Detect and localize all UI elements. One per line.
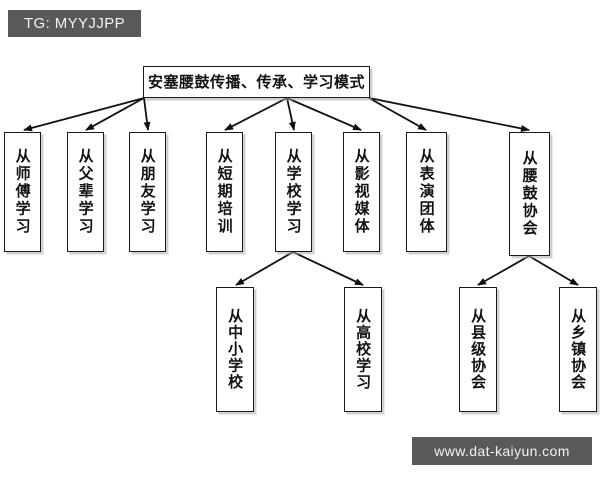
node-college-learning-label: 从高校学习 xyxy=(354,308,373,391)
node-learn-at-school-label: 从学校学习 xyxy=(284,148,303,236)
node-short-term-training-label: 从短期培训 xyxy=(215,148,234,236)
node-township-association-label: 从乡镇协会 xyxy=(569,308,588,391)
node-root[interactable]: 安塞腰鼓传播、传承、学习模式 xyxy=(143,66,370,98)
node-learn-from-parents[interactable]: 从父辈学习 xyxy=(67,132,104,252)
node-learn-from-parents-label: 从父辈学习 xyxy=(76,148,95,236)
node-learn-from-master[interactable]: 从师傅学习 xyxy=(4,132,41,252)
edge-root-to-media xyxy=(286,97,362,131)
edge-root-to-friends xyxy=(143,97,151,131)
node-film-and-tv-media[interactable]: 从影视媒体 xyxy=(343,132,380,252)
node-short-term-training[interactable]: 从短期培训 xyxy=(206,132,243,252)
edge-root-to-school xyxy=(286,97,296,131)
node-county-association-label: 从县级协会 xyxy=(469,308,488,391)
node-township-association[interactable]: 从乡镇协会 xyxy=(559,287,597,412)
edge-root-to-parents xyxy=(85,97,145,131)
node-learn-from-friends[interactable]: 从朋友学习 xyxy=(129,132,166,252)
node-learn-at-school[interactable]: 从学校学习 xyxy=(275,132,312,252)
node-county-association[interactable]: 从县级协会 xyxy=(459,287,497,412)
edge-assoc-to-township xyxy=(528,255,579,286)
node-learn-from-friends-label: 从朋友学习 xyxy=(138,148,157,236)
edge-assoc-to-county xyxy=(477,255,530,286)
watermark-bottom-right: www.dat-kaiyun.com xyxy=(412,437,592,465)
node-performance-troupe-label: 从表演团体 xyxy=(417,148,436,236)
node-primary-secondary-school[interactable]: 从中小学校 xyxy=(216,287,254,412)
node-film-and-tv-media-label: 从影视媒体 xyxy=(352,148,371,236)
edge-school-to-k12 xyxy=(235,251,294,286)
node-performance-troupe[interactable]: 从表演团体 xyxy=(406,132,447,252)
node-root-label: 安塞腰鼓传播、传承、学习模式 xyxy=(147,72,365,91)
node-primary-secondary-school-label: 从中小学校 xyxy=(226,308,245,391)
node-waist-drum-association[interactable]: 从腰鼓协会 xyxy=(509,132,550,256)
edge-root-to-short xyxy=(224,97,288,131)
edge-root-to-assoc xyxy=(368,97,530,132)
edge-root-to-troupe xyxy=(368,97,427,131)
edge-root-to-master xyxy=(23,97,145,132)
node-learn-from-master-label: 从师傅学习 xyxy=(13,148,32,236)
edge-school-to-college xyxy=(292,251,364,286)
node-waist-drum-association-label: 从腰鼓协会 xyxy=(520,150,539,238)
watermark-top-left: TG: MYYJJPP xyxy=(8,10,141,37)
node-college-learning[interactable]: 从高校学习 xyxy=(344,287,382,412)
